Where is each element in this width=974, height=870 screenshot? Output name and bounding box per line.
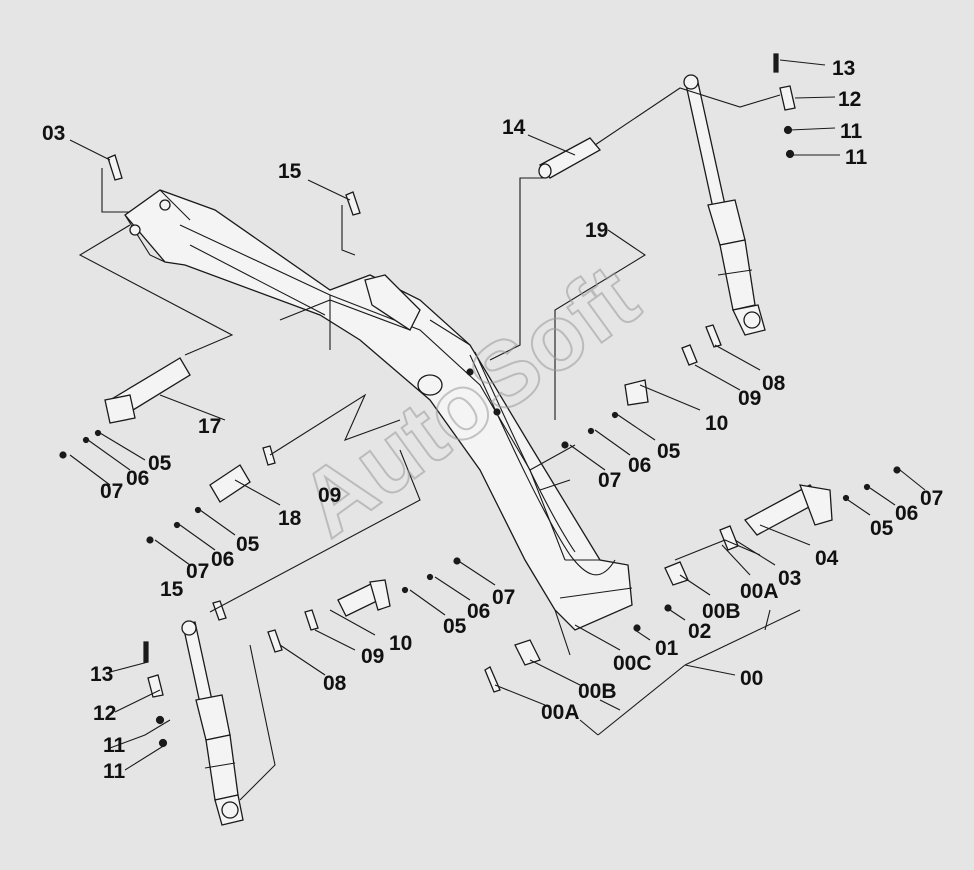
label-09: 09 (361, 645, 384, 668)
label-10: 10 (705, 412, 728, 435)
label-11: 11 (845, 146, 868, 169)
label-11: 11 (103, 760, 126, 783)
label-08: 08 (323, 672, 347, 695)
label-04: 04 (815, 547, 839, 570)
hardware (59, 53, 901, 748)
label-06: 06 (628, 454, 651, 477)
label-07: 07 (598, 469, 621, 492)
label-09: 09 (318, 484, 341, 507)
label-00C: 00C (613, 652, 652, 675)
label-18: 18 (278, 507, 302, 530)
label-11: 11 (840, 120, 863, 143)
pins (104, 137, 833, 693)
label-02: 02 (688, 620, 711, 643)
label-00A: 00A (541, 701, 580, 724)
label-09: 09 (738, 387, 761, 410)
label-08: 08 (762, 372, 786, 395)
label-00: 00 (740, 667, 763, 690)
label-07: 07 (186, 560, 209, 583)
label-07: 07 (492, 586, 515, 609)
arm-cylinder-top (683, 74, 766, 336)
label-03: 03 (778, 567, 801, 590)
label-05: 05 (870, 517, 894, 540)
callout-labels: 03 15 14 19 13 12 11 11 08 09 10 05 06 0… (42, 57, 943, 783)
label-07: 07 (100, 480, 123, 503)
arm-cylinder-bottom (181, 620, 244, 826)
leader-lines (69, 59, 926, 801)
label-19: 19 (585, 219, 608, 242)
label-03: 03 (42, 122, 65, 145)
label-07: 07 (920, 487, 943, 510)
label-11: 11 (103, 734, 126, 757)
label-15: 15 (278, 160, 302, 183)
label-05: 05 (443, 615, 467, 638)
label-01: 01 (655, 637, 679, 660)
label-10: 10 (389, 632, 412, 655)
label-06: 06 (467, 600, 490, 623)
label-06: 06 (895, 502, 918, 525)
label-12: 12 (93, 702, 116, 725)
label-05: 05 (148, 452, 172, 475)
boom-body (124, 189, 633, 656)
label-14: 14 (502, 116, 526, 139)
label-00A: 00A (740, 580, 779, 603)
label-15: 15 (160, 578, 184, 601)
label-06: 06 (211, 548, 234, 571)
label-06: 06 (126, 467, 149, 490)
label-13: 13 (832, 57, 855, 80)
label-00B: 00B (702, 600, 741, 623)
label-17: 17 (198, 415, 221, 438)
label-05: 05 (236, 533, 260, 556)
label-00B: 00B (578, 680, 617, 703)
label-05: 05 (657, 440, 681, 463)
label-12: 12 (838, 88, 861, 111)
label-13: 13 (90, 663, 113, 686)
